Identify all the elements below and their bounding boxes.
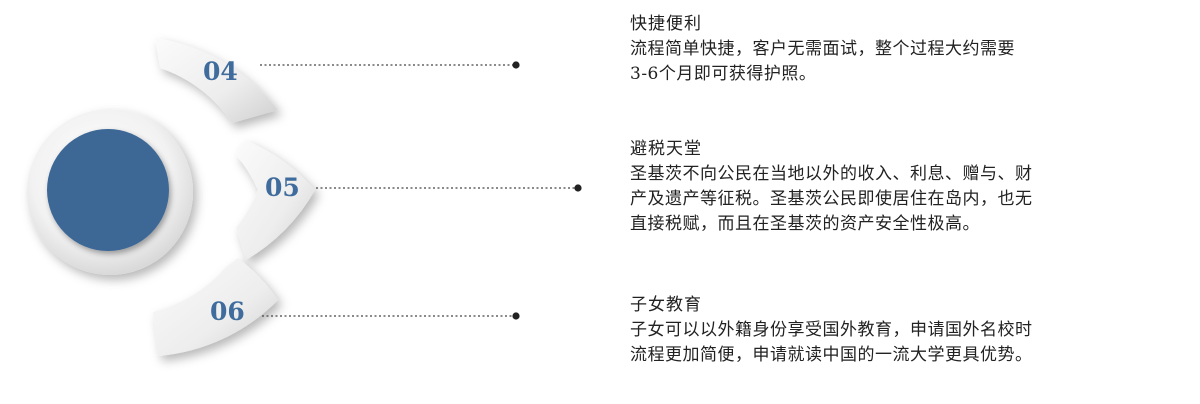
- connector-05-dot: [574, 184, 582, 192]
- connector-06-dot: [512, 312, 520, 320]
- segment-04: [155, 38, 278, 123]
- item-desc-line: 产及遗产等征税。圣基茨公民即使居住在岛内，也无: [630, 189, 1033, 209]
- number-04: 04: [203, 57, 238, 86]
- number-06: 06: [210, 297, 245, 326]
- item-title: 快捷便利: [630, 14, 702, 34]
- item-block-06: 子女教育 子女可以以外籍身份享受国外教育，申请国外名校时 流程更加简便，申请就读…: [630, 294, 1170, 368]
- item-desc-line: 3-6个月即可获得护照。: [630, 64, 817, 84]
- item-desc-line: 流程简单快捷，客户无需面试，整个过程大约需要: [630, 39, 1015, 59]
- item-desc-line: 圣基茨不向公民在当地以外的收入、利息、赠与、财: [630, 164, 1033, 184]
- segment-05: [236, 140, 315, 260]
- item-block-05: 避税天堂 圣基茨不向公民在当地以外的收入、利息、赠与、财 产及遗产等征税。圣基茨…: [630, 138, 1170, 237]
- item-title: 避税天堂: [630, 139, 702, 159]
- number-05: 05: [265, 173, 300, 202]
- center-disc: [27, 109, 193, 275]
- connector-04-dot: [512, 61, 520, 69]
- segment-06: [153, 258, 278, 356]
- item-desc-line: 直接税赋，而且在圣基茨的资产安全性极高。: [630, 214, 980, 234]
- item-desc-line: 流程更加简便，申请就读中国的一流大学更具优势。: [630, 345, 1033, 365]
- center-blue-circle: [47, 129, 169, 251]
- item-title: 子女教育: [630, 295, 702, 315]
- item-block-04: 快捷便利 流程简单快捷，客户无需面试，整个过程大约需要 3-6个月即可获得护照。: [630, 13, 1150, 87]
- connectors: [260, 61, 582, 320]
- item-desc-line: 子女可以以外籍身份享受国外教育，申请国外名校时: [630, 320, 1033, 340]
